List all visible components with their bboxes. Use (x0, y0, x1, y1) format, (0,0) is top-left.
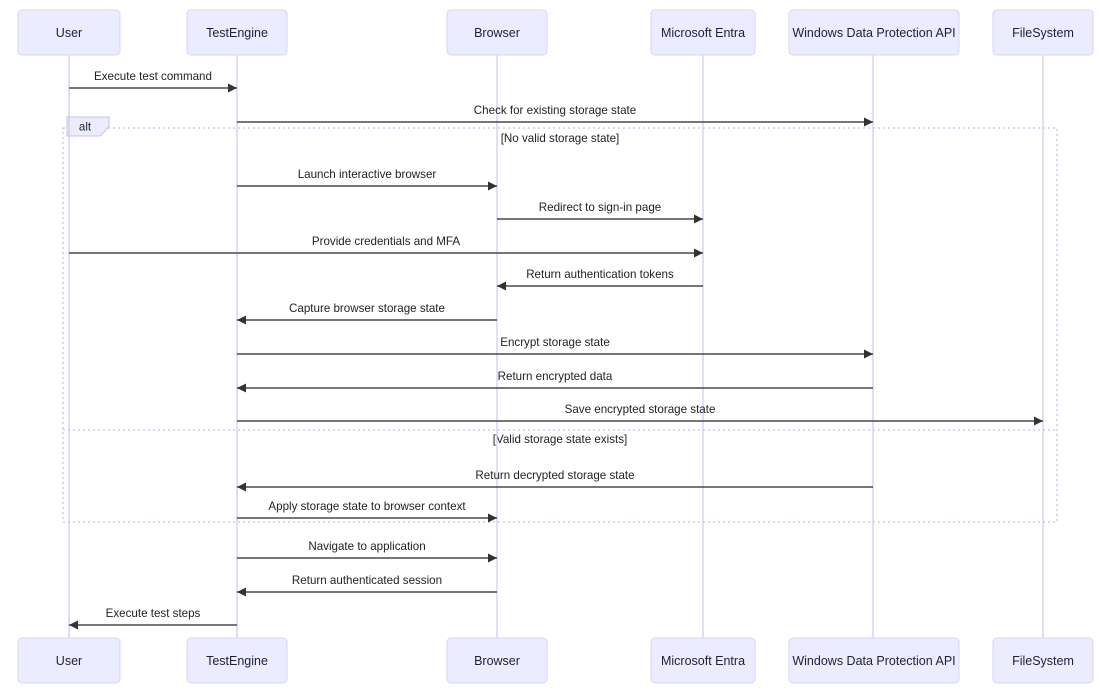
message-arrowhead (864, 349, 873, 359)
message-label: Return decrypted storage state (475, 469, 634, 482)
message-m14: Return authenticated session (237, 574, 497, 597)
participant-label: User (56, 26, 82, 40)
participant-fs-top[interactable]: FileSystem (992, 9, 1094, 56)
message-m6: Return authentication tokens (497, 268, 703, 291)
message-m8: Encrypt storage state (237, 336, 873, 359)
message-label: Launch interactive browser (298, 168, 437, 181)
message-m10: Save encrypted storage state (237, 403, 1043, 426)
participant-box[interactable] (992, 9, 1094, 56)
participant-fs-bottom[interactable]: FileSystem (992, 637, 1094, 684)
message-m2: Check for existing storage state (237, 104, 873, 127)
message-label: Capture browser storage state (289, 302, 445, 315)
message-arrowhead (237, 383, 246, 393)
participant-engine-bottom[interactable]: TestEngine (186, 637, 288, 684)
message-label: Execute test steps (106, 607, 201, 620)
participant-user-bottom[interactable]: User (17, 637, 121, 684)
fragment-condition-label: [No valid storage state] (501, 132, 620, 145)
participant-box[interactable] (17, 9, 121, 56)
message-arrowhead (497, 281, 506, 291)
participant-entra-bottom[interactable]: Microsoft Entra (650, 637, 756, 684)
message-arrowhead (488, 553, 497, 563)
message-m9: Return encrypted data (237, 370, 873, 393)
message-label: Navigate to application (308, 540, 425, 553)
message-label: Return authentication tokens (526, 268, 674, 281)
participant-box[interactable] (17, 637, 121, 684)
message-m3: Launch interactive browser (237, 168, 497, 191)
message-label: Redirect to sign-in page (539, 201, 661, 214)
participant-label: Windows Data Protection API (792, 26, 955, 40)
message-m7: Capture browser storage state (237, 302, 497, 325)
participant-engine-top[interactable]: TestEngine (186, 9, 288, 56)
participant-box[interactable] (186, 637, 288, 684)
message-m1: Execute test command (69, 70, 237, 93)
message-label: Execute test command (94, 70, 212, 83)
fragment-condition-label: [Valid storage state exists] (493, 433, 627, 446)
message-arrowhead (488, 513, 497, 523)
participant-dpapi-top[interactable]: Windows Data Protection API (788, 9, 960, 56)
participant-box[interactable] (650, 637, 756, 684)
message-m4: Redirect to sign-in page (497, 201, 703, 224)
message-label: Return authenticated session (292, 574, 442, 587)
participant-box[interactable] (446, 637, 548, 684)
participant-box[interactable] (788, 637, 960, 684)
fragment-tab-alt-1 (66, 116, 110, 137)
participant-label: TestEngine (206, 654, 268, 668)
message-arrowhead (237, 315, 246, 325)
message-arrowhead (694, 214, 703, 224)
participant-box[interactable] (186, 9, 288, 56)
message-arrowhead (1034, 416, 1043, 426)
participant-entra-top[interactable]: Microsoft Entra (650, 9, 756, 56)
fragment-layer: alt [No valid storage state] [Valid storag… (62, 116, 1058, 523)
participant-user-top[interactable]: User (17, 9, 121, 56)
message-arrowhead (69, 620, 78, 630)
participant-box[interactable] (650, 9, 756, 56)
fragment-tab-label: alt (79, 121, 92, 134)
message-arrowhead (488, 181, 497, 191)
message-arrowhead (864, 117, 873, 127)
participant-label: User (56, 654, 82, 668)
participant-label: TestEngine (206, 26, 268, 40)
message-m13: Navigate to application (237, 540, 497, 563)
participant-label: FileSystem (1012, 654, 1074, 668)
message-arrowhead (237, 482, 246, 492)
participant-box[interactable] (446, 9, 548, 56)
lifeline-layer (68, 55, 1044, 638)
participant-label: Microsoft Entra (661, 654, 745, 668)
message-m11: Return decrypted storage state (237, 469, 873, 492)
message-m12: Apply storage state to browser context (237, 500, 497, 523)
message-label: Check for existing storage state (474, 104, 636, 117)
participant-dpapi-bottom[interactable]: Windows Data Protection API (788, 637, 960, 684)
message-label: Return encrypted data (498, 370, 613, 383)
participant-box[interactable] (788, 9, 960, 56)
message-label: Save encrypted storage state (565, 403, 716, 416)
message-label: Apply storage state to browser context (268, 500, 466, 513)
fragment-alt-1 (62, 127, 1058, 523)
participant-label: Microsoft Entra (661, 26, 745, 40)
message-arrowhead (237, 587, 246, 597)
participant-box[interactable] (992, 637, 1094, 684)
participant-label: FileSystem (1012, 26, 1074, 40)
message-m15: Execute test steps (69, 607, 237, 630)
message-arrowhead (694, 248, 703, 258)
participant-label: Browser (474, 26, 520, 40)
message-label: Encrypt storage state (500, 336, 610, 349)
participant-browser-top[interactable]: Browser (446, 9, 548, 56)
message-arrowhead (228, 83, 237, 93)
participant-label: Browser (474, 654, 520, 668)
message-m5: Provide credentials and MFA (69, 235, 703, 258)
message-label: Provide credentials and MFA (312, 235, 460, 248)
participant-browser-bottom[interactable]: Browser (446, 637, 548, 684)
participant-label: Windows Data Protection API (792, 654, 955, 668)
